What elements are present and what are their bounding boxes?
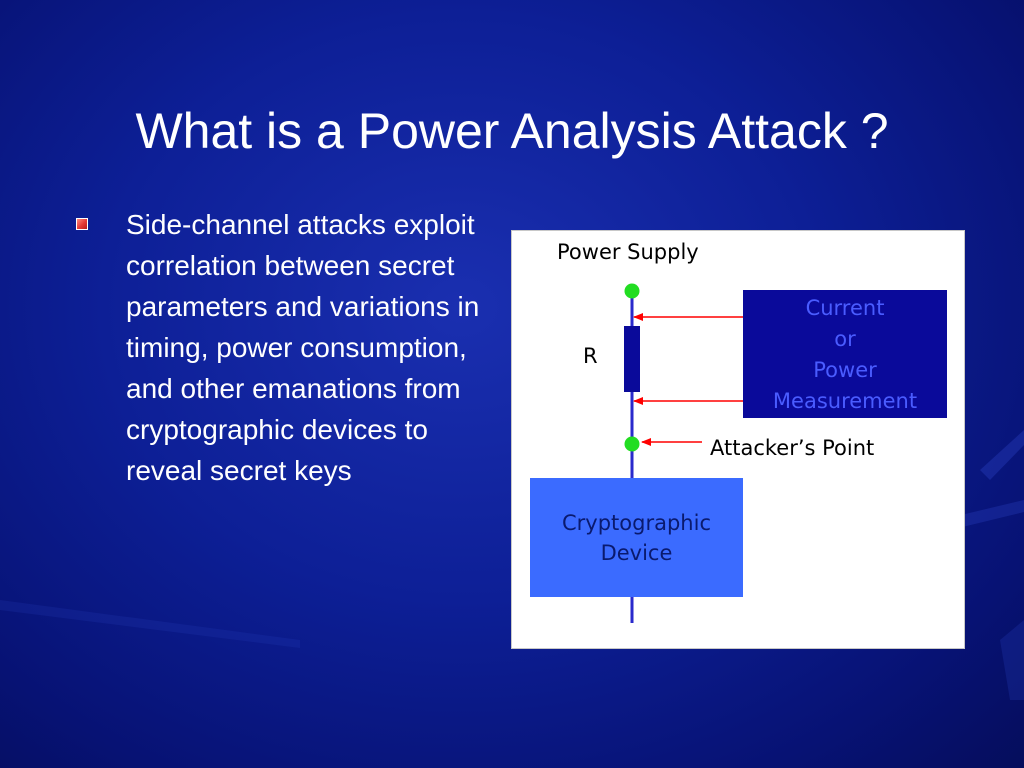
measurement-line: Current [805, 296, 885, 320]
slide-title: What is a Power Analysis Attack ? [135, 103, 889, 159]
supply-node [624, 283, 640, 299]
bullet-text: Side-channel attacks exploit correlation… [126, 209, 480, 486]
device-line: Device [600, 541, 673, 565]
measurement-line: Power [813, 358, 877, 382]
diagram-panel: Power Supply R Current or Power Measurem… [511, 230, 965, 649]
resistor [624, 326, 640, 392]
bullet-marker-icon [76, 218, 88, 230]
device-line: Cryptographic [562, 511, 711, 535]
attacker-node [624, 436, 640, 452]
power-supply-label: Power Supply [557, 240, 699, 264]
measurement-line: Measurement [772, 389, 918, 413]
measurement-line: or [834, 327, 856, 351]
cryptographic-device-box: Cryptographic Device [530, 478, 743, 597]
measurement-box: Current or Power Measurement [743, 290, 947, 418]
attacker-point-label: Attacker’s Point [710, 436, 875, 460]
resistor-label: R [583, 344, 598, 368]
